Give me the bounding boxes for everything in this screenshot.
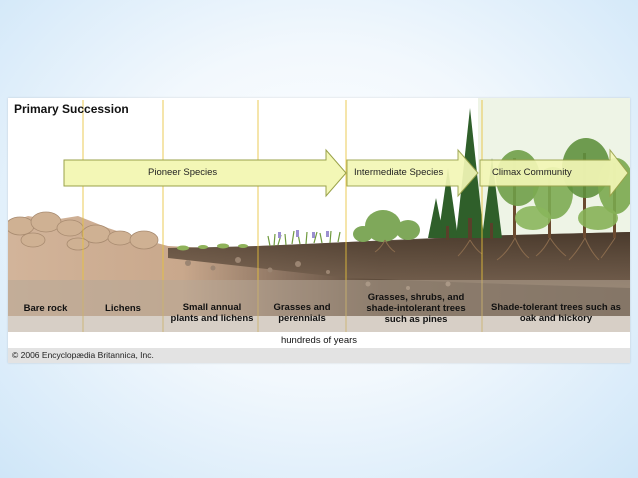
climax-arrow xyxy=(479,148,629,198)
stage-label-small-plants: Small annual plants and lichens xyxy=(170,302,254,324)
bare-rock-boulders xyxy=(8,211,159,251)
succession-scene xyxy=(8,98,630,348)
grasses xyxy=(267,230,341,247)
phase-label-climax: Climax Community xyxy=(492,167,572,178)
lavender-flowers xyxy=(278,230,329,238)
intermediate-arrow xyxy=(346,148,479,198)
stage-label-grasses: Grasses and perennials xyxy=(273,302,331,324)
diagram-title: Primary Succession xyxy=(14,102,129,116)
stage-label-climax: Shade-tolerant trees such as oak and hic… xyxy=(491,302,621,324)
pioneer-arrow xyxy=(63,148,347,198)
label-band xyxy=(8,280,630,332)
phase-label-intermediate: Intermediate Species xyxy=(354,167,444,178)
time-axis-label: hundreds of years xyxy=(280,335,358,346)
stage-label-lichens: Lichens xyxy=(105,303,141,314)
diagram-card: Primary Succession Pioneer Species Inter… xyxy=(8,98,630,363)
tree-trunks xyxy=(446,218,493,240)
topsoil-layer xyxy=(168,232,630,288)
small-plants xyxy=(177,243,248,251)
phase-label-pioneer: Pioneer Species xyxy=(148,167,218,178)
stage-label-shrubs-pines: Grasses, shrubs, and shade-intolerant tr… xyxy=(366,292,466,325)
roots xyxy=(374,237,616,261)
stage-label-bare-rock: Bare rock xyxy=(23,303,68,314)
shrubs xyxy=(353,210,420,242)
copyright-credit: © 2006 Encyclopædia Britannica, Inc. xyxy=(8,348,630,363)
